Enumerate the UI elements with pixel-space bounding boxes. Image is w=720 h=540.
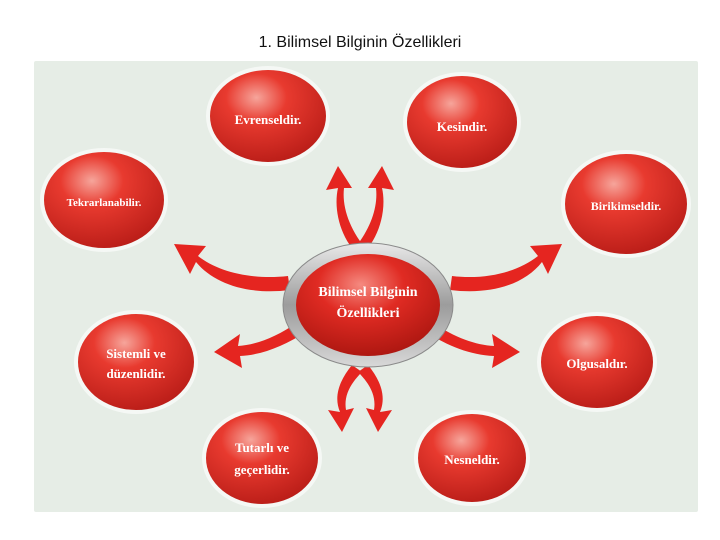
bubble-sistemli: Sistemli ve düzenlidir.	[74, 310, 198, 414]
center-node: Bilimsel Bilginin Özellikleri	[282, 242, 454, 368]
bubble-label-line-2: düzenlidir.	[106, 366, 165, 381]
slide-title: 1. Bilimsel Bilginin Özellikleri	[258, 34, 462, 51]
bubble-birikimseldir: Birikimseldir.	[561, 150, 691, 258]
bubble-label-line-2: geçerlidir.	[234, 462, 289, 477]
bubble-label-line-1: Tutarlı ve	[235, 440, 289, 455]
bubble-label: Evrenseldir.	[235, 112, 302, 127]
bubble-tekrarlanabilir: Tekrarlanabilir.	[40, 148, 168, 252]
arrow-to-tekrarlanabilir	[174, 244, 290, 292]
bubble-label-line-1: Sistemli ve	[106, 346, 166, 361]
bubble-label: Birikimseldir.	[591, 199, 662, 213]
bubble-tutarli: Tutarlı ve geçerlidir.	[202, 408, 322, 508]
arrow-to-evrenseldir	[326, 166, 362, 248]
arrow-to-nesneldir	[358, 365, 392, 432]
bubble-label: Nesneldir.	[444, 452, 500, 467]
bubble-kesindir: Kesindir.	[403, 72, 521, 172]
center-label-line-1: Bilimsel Bilginin	[318, 285, 417, 300]
bubble-evrenseldir: Evrenseldir.	[206, 66, 330, 166]
arrow-to-kesindir	[358, 166, 394, 248]
center-label-line-2: Özellikleri	[337, 304, 400, 321]
bubble-label: Olgusaldır.	[566, 356, 627, 371]
arrows-group	[174, 166, 562, 432]
bubble-nesneldir: Nesneldir.	[414, 410, 530, 506]
bubble-label: Tekrarlanabilir.	[67, 197, 142, 209]
arrow-to-tutarli	[328, 365, 362, 432]
bubble-olgusaldir: Olgusaldır.	[537, 312, 657, 412]
bubble-label: Kesindir.	[437, 119, 487, 134]
arrow-to-olgusaldir	[426, 322, 520, 368]
arrow-to-sistemli	[214, 322, 306, 368]
arrow-to-birikimseldir	[450, 244, 562, 292]
